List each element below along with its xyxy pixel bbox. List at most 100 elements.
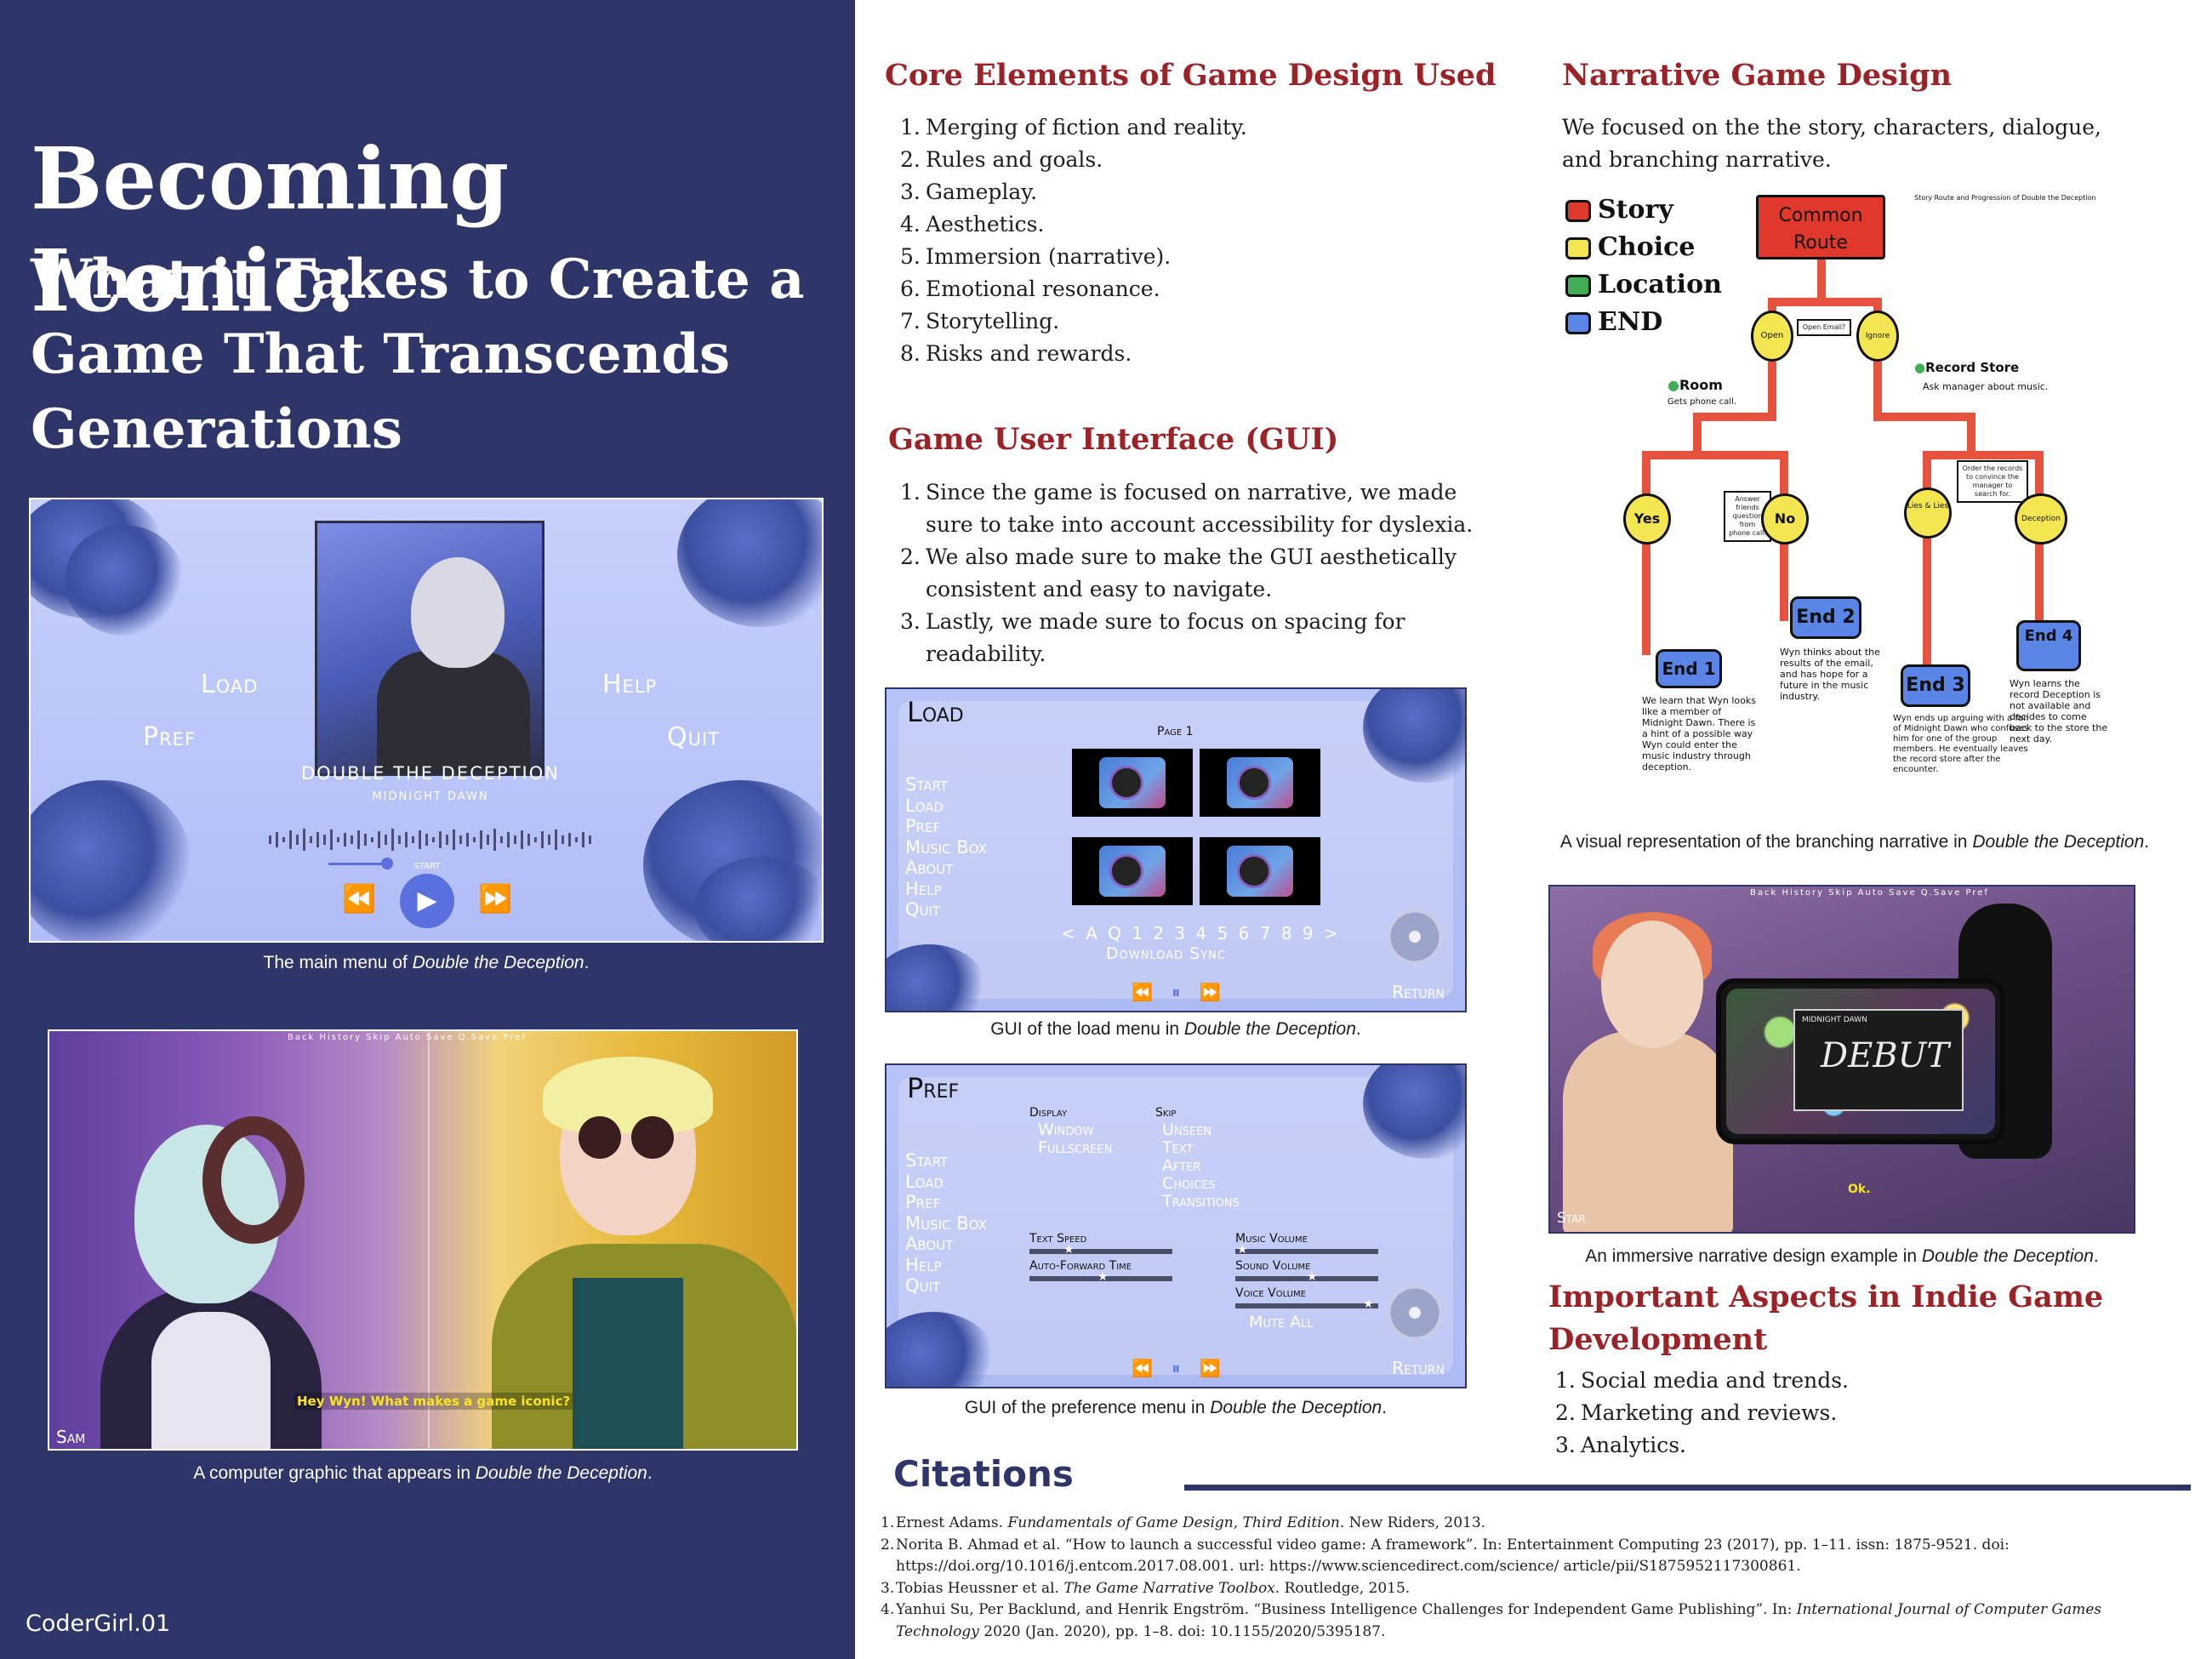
playback-controls[interactable]: ⏪ ⏸ ⏩ — [1132, 1358, 1228, 1378]
path-line — [1923, 451, 1931, 489]
save-slot[interactable] — [1200, 749, 1320, 817]
return-button[interactable]: Return — [1392, 982, 1445, 1002]
path-line — [1923, 451, 2042, 459]
list-item: 3.Gameplay. — [900, 180, 1038, 204]
portrait-head — [411, 557, 505, 668]
page-label: Page 1 — [1157, 725, 1194, 738]
progress-track — [328, 863, 388, 865]
yes-choice-node: Yes — [1623, 493, 1671, 544]
menu-quit[interactable]: Quit — [905, 1275, 941, 1296]
menu-about[interactable]: About — [905, 858, 954, 878]
open-choice-node: Open — [1751, 311, 1793, 362]
fast-forward-icon[interactable]: ⏩ — [478, 882, 512, 915]
path-line — [1693, 413, 1776, 421]
text-speed-slider[interactable]: ★ — [1029, 1244, 1172, 1256]
save-slot[interactable] — [1072, 749, 1193, 817]
menu-load[interactable]: Load — [905, 795, 944, 816]
voice-volume-slider[interactable]: ★ — [1235, 1298, 1378, 1310]
star-icon[interactable]: ★ — [1237, 1243, 1248, 1257]
menu-quit[interactable]: Quit — [905, 899, 941, 920]
leaf-decoration — [677, 499, 822, 627]
display-window-option[interactable]: Window — [1038, 1120, 1094, 1139]
music-volume-slider[interactable]: ★ — [1235, 1244, 1378, 1256]
legend-end: END — [1565, 307, 1662, 337]
menu-music-box[interactable]: Music Box — [905, 836, 987, 858]
room-note: Gets phone call. — [1668, 397, 1737, 407]
display-fullscreen-option[interactable]: Fullscreen — [1038, 1138, 1113, 1157]
star-icon[interactable]: ★ — [1063, 1243, 1075, 1257]
menu-help[interactable]: Help — [905, 1254, 942, 1275]
menu-load[interactable]: Load — [905, 1171, 944, 1192]
star-icon[interactable]: ★ — [1097, 1270, 1109, 1284]
list-item: 1.Merging of fiction and reality. — [900, 115, 1247, 140]
menu-pref[interactable]: Pref — [905, 816, 941, 836]
ignore-choice-node: Ignore — [1856, 311, 1899, 362]
sunglasses-lens-right — [631, 1116, 674, 1159]
star-head — [1601, 921, 1703, 1048]
menu-pref[interactable]: Pref — [905, 1192, 941, 1212]
core-elements-heading: Core Elements of Game Design Used — [885, 58, 1497, 93]
auto-forward-label: Auto-Forward Time — [1029, 1259, 1132, 1273]
poster-subtitle: What it Takes to Create a Game That Tran… — [31, 248, 805, 461]
pref-side-menu: Start Load Pref Music Box About Help Qui… — [905, 1150, 987, 1297]
return-button[interactable]: Return — [1392, 1358, 1445, 1378]
menu-help[interactable]: Help — [905, 878, 942, 899]
menu-start[interactable]: Start — [905, 774, 949, 795]
rewind-icon[interactable]: ⏪ — [342, 882, 376, 915]
end-2-node: End 2 — [1790, 596, 1861, 639]
list-item: 2.We also made sure to make the GUI aest… — [900, 544, 1457, 601]
menu-music-box[interactable]: Music Box — [905, 1212, 987, 1234]
citation-item: 2.Norita B. Ahmad et al. “How to launch … — [881, 1536, 2010, 1576]
audio-waveform — [269, 829, 591, 851]
menu-help-button[interactable]: Help — [602, 670, 658, 699]
path-line — [1817, 259, 1826, 302]
skip-text-option[interactable]: Text — [1162, 1138, 1194, 1157]
end-4-note: Wyn learns the record Deception is not a… — [2010, 678, 2108, 744]
menu-quit-button[interactable]: Quit — [667, 722, 721, 752]
narrative-caption: A visual representation of the branching… — [1559, 832, 2150, 852]
page-selector[interactable]: < A Q 1 2 3 4 5 6 7 8 9 > — [1061, 923, 1341, 944]
skip-transitions-option[interactable]: Transitions — [1162, 1192, 1240, 1211]
star-icon[interactable]: ★ — [1307, 1270, 1318, 1284]
path-line — [1967, 413, 1975, 455]
citations-divider — [1184, 1485, 2191, 1491]
headphones-icon — [202, 1116, 305, 1244]
menu-pref-button[interactable]: Pref — [143, 722, 197, 752]
game-subtitle: MIDNIGHT DAWN — [372, 790, 489, 803]
sound-volume-slider[interactable]: ★ — [1235, 1271, 1378, 1283]
path-line — [2035, 540, 2044, 630]
skip-after-option[interactable]: After — [1162, 1156, 1201, 1175]
save-slot[interactable] — [1072, 837, 1193, 905]
mute-all-option[interactable]: Mute All — [1249, 1313, 1314, 1331]
left-panel: Becoming Iconic: What it Takes to Create… — [0, 0, 855, 1659]
list-item: 5.Immersion (narrative). — [900, 244, 1172, 269]
menu-start[interactable]: Start — [905, 1150, 949, 1171]
skip-unseen-option[interactable]: Unseen — [1162, 1120, 1212, 1139]
download-sync-button[interactable]: Download Sync — [1106, 944, 1226, 963]
quick-menu-bar[interactable]: Back History Skip Auto Save Q.Save Pref — [1750, 888, 1989, 898]
sam-shirt — [151, 1312, 271, 1449]
star-icon[interactable]: ★ — [1363, 1297, 1374, 1311]
save-slot[interactable] — [1200, 837, 1320, 905]
citations-list: 1.Ernest Adams. Fundamentals of Game Des… — [881, 1513, 2182, 1643]
load-menu-image: Load Start Load Pref Music Box About Hel… — [885, 687, 1467, 1012]
aspects-list: 1.Social media and trends. 2.Marketing a… — [1555, 1365, 2134, 1462]
graphic-caption: A computer graphic that appears in Doubl… — [193, 1463, 653, 1483]
play-icon[interactable]: ▶ — [400, 874, 454, 928]
dialogue-text: Hey Wyn! What makes a game iconic? — [294, 1393, 573, 1410]
quick-menu-bar[interactable]: Back History Skip Auto Save Q.Save Pref — [288, 1033, 527, 1042]
menu-load-button[interactable]: Load — [201, 670, 259, 699]
skip-choices-option[interactable]: Choices — [1162, 1174, 1216, 1193]
end-3-note: Wyn ends up arguing with a fan of Midnig… — [1893, 714, 2029, 774]
end-1-note: We learn that Wyn looks like a member of… — [1642, 695, 1756, 772]
list-item: 3.Lastly, we made sure to focus on spaci… — [900, 609, 1405, 666]
auto-forward-slider[interactable]: ★ — [1029, 1271, 1172, 1283]
menu-about[interactable]: About — [905, 1234, 954, 1254]
immersive-scene-image: Back History Skip Auto Save Q.Save Pref … — [1548, 885, 2135, 1234]
playback-controls[interactable]: ⏪ ⏸ ⏩ — [1132, 982, 1228, 1002]
core-elements-list: 1.Merging of fiction and reality. 2.Rule… — [900, 111, 1496, 370]
wyn-shirt — [573, 1278, 683, 1449]
path-line — [1642, 451, 1650, 498]
progress-knob[interactable] — [381, 858, 393, 869]
path-line — [1923, 532, 1931, 668]
